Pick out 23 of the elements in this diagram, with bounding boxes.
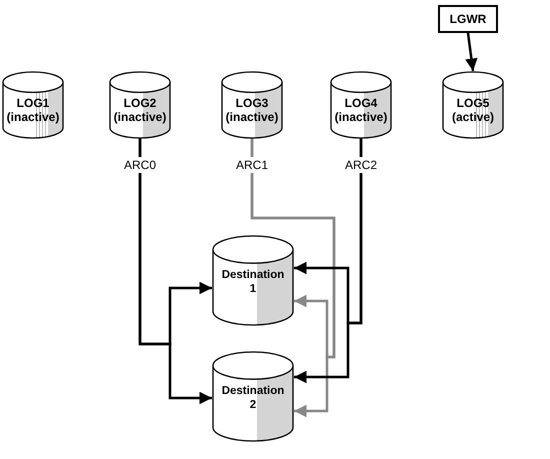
arrow (138, 138, 212, 404)
storage-cylinder (213, 352, 293, 441)
storage-cylinder (331, 72, 391, 138)
arrow (294, 138, 362, 384)
arrow (250, 138, 336, 418)
node-label: Destination 1 (220, 268, 286, 296)
node-label: LOG5 (active) (450, 96, 496, 124)
edge-label: ARC0 (124, 157, 156, 173)
storage-cylinder (110, 72, 170, 138)
node-label: LOG2 (inactive) (112, 96, 168, 124)
node-label: LOG3 (inactive) (224, 96, 280, 124)
arrow (465, 32, 478, 72)
node-label: LOG1 (inactive) (6, 96, 60, 124)
edge-label: ARC1 (236, 157, 268, 173)
node-label: Destination 2 (220, 384, 286, 412)
storage-cylinder (213, 236, 293, 325)
process-box (438, 5, 498, 33)
edge-label: ARC2 (344, 157, 377, 173)
storage-cylinder (222, 72, 282, 138)
storage-cylinder (443, 72, 503, 138)
node-label: LOG4 (inactive) (334, 96, 388, 124)
storage-cylinder (3, 72, 63, 138)
node-label: LGWR (448, 12, 488, 26)
